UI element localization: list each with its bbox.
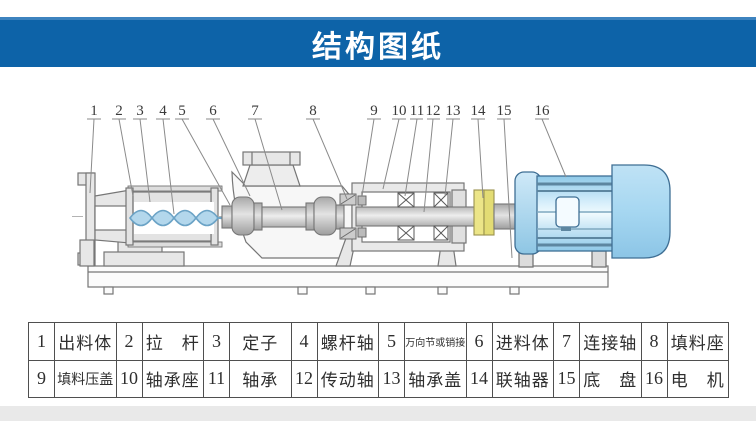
- part-number-cell: 4: [290, 322, 318, 361]
- motor: [514, 164, 671, 268]
- part-number-cell: 15: [553, 359, 580, 398]
- part-name-cell: 填料座: [666, 322, 729, 361]
- part-name-cell: 联轴器: [491, 359, 554, 398]
- part-number-cell: 2: [115, 322, 143, 361]
- baseplate: [87, 265, 609, 295]
- part-name-cell: 出料体: [54, 322, 117, 361]
- callout-label-4: 4: [159, 103, 167, 119]
- part-name-cell: 轴承盖: [404, 359, 467, 398]
- part-number-cell: 3: [203, 322, 230, 361]
- callout-label-7: 7: [251, 103, 259, 119]
- screw-rotor: [129, 209, 227, 227]
- part-name-cell: 轴承座: [141, 359, 204, 398]
- part-number-cell: 8: [640, 322, 668, 361]
- part-number-cell: 14: [465, 359, 493, 398]
- part-name-cell: 螺杆轴: [316, 322, 379, 361]
- part-number-cell: 13: [378, 359, 405, 398]
- callout-label-1: 1: [90, 103, 98, 119]
- part-name-cell: 进料体: [491, 322, 554, 361]
- title-bar: 结构图纸: [0, 17, 756, 67]
- callout-numbers: 1 2 3 4 5 6 7 8 9 10 11 12 13 14 15 16: [90, 103, 550, 119]
- parts-table-container: 1 出料体 2 拉 杆 3 定子 4 螺杆轴 5 万向节或销接 6 进料体 7 …: [28, 322, 729, 398]
- callout-label-10: 10: [392, 103, 407, 119]
- callout-label-13: 13: [446, 103, 461, 119]
- part-number-cell: 6: [465, 322, 493, 361]
- parts-row-2: 9 填料压盖 10 轴承座 11 轴承 12 传动轴 13 轴承盖 14 联轴器…: [28, 359, 729, 398]
- part-number-cell: 11: [203, 359, 230, 398]
- callout-label-2: 2: [115, 103, 123, 119]
- callout-label-8: 8: [309, 103, 317, 119]
- part-name-cell: 轴承: [229, 359, 292, 398]
- part-number-cell: 16: [640, 359, 668, 398]
- parts-table: 1 出料体 2 拉 杆 3 定子 4 螺杆轴 5 万向节或销接 6 进料体 7 …: [28, 322, 729, 398]
- bearings: [397, 192, 449, 241]
- part-number-cell: 5: [378, 322, 405, 361]
- callout-label-16: 16: [535, 103, 551, 119]
- callout-label-14: 14: [471, 103, 487, 119]
- part-name-cell: 电 机: [666, 359, 729, 398]
- callout-label-3: 3: [136, 103, 144, 119]
- part-name-cell: 拉 杆: [141, 322, 204, 361]
- part-number-cell: 9: [28, 359, 55, 398]
- motor-terminal-box: [555, 196, 580, 228]
- callout-label-5: 5: [178, 103, 186, 119]
- callout-label-15: 15: [497, 103, 512, 119]
- callout-label-11: 11: [410, 103, 424, 119]
- part-name-cell: 底 盘: [579, 359, 642, 398]
- part-name-cell: 填料压盖: [54, 359, 117, 398]
- callout-label-6: 6: [209, 103, 217, 119]
- callout-leader-lines: [87, 118, 567, 259]
- universal-joints-and-shaft: [221, 196, 345, 236]
- part-name-cell: 万向节或销接: [404, 322, 467, 361]
- part-name-cell: 连接轴: [579, 322, 642, 361]
- callout-label-12: 12: [426, 103, 441, 119]
- footer-strip: [0, 406, 756, 421]
- coupling: [473, 189, 495, 236]
- callout-label-9: 9: [370, 103, 378, 119]
- page-title: 结构图纸: [312, 30, 444, 64]
- part-number-cell: 10: [115, 359, 143, 398]
- part-number-cell: 7: [553, 322, 580, 361]
- parts-row-1: 1 出料体 2 拉 杆 3 定子 4 螺杆轴 5 万向节或销接 6 进料体 7 …: [28, 322, 729, 361]
- part-name-cell: 传动轴: [316, 359, 379, 398]
- part-name-cell: 定子: [229, 322, 292, 361]
- part-number-cell: 1: [28, 322, 55, 361]
- motor-shaft-stub: [493, 203, 516, 230]
- part-number-cell: 12: [290, 359, 318, 398]
